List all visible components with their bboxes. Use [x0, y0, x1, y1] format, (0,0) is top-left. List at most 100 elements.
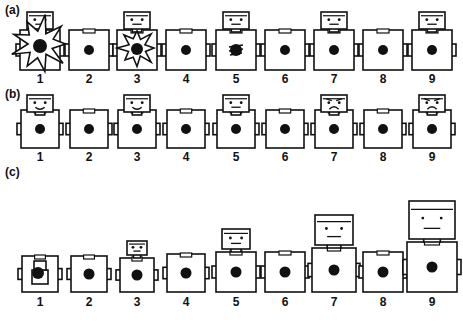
puzzle-notch [35, 255, 46, 259]
robot-hair [225, 98, 247, 99]
robot-eye [33, 18, 36, 21]
puzzle-body [265, 30, 305, 70]
robot-head [222, 229, 250, 249]
callout-number: 6 [282, 151, 289, 163]
robot-eye [240, 101, 243, 104]
core-dot [378, 267, 389, 278]
robot-hair [29, 98, 51, 99]
callout-number: 3 [134, 151, 141, 163]
puzzle-body [21, 110, 59, 148]
puzzle-notch [83, 29, 95, 33]
robot-eye [130, 101, 133, 104]
robot-eye [436, 18, 439, 21]
puzzle-body [312, 248, 356, 292]
robot-eye [44, 101, 47, 104]
robot-mouth [427, 24, 436, 25]
core-dot [231, 124, 241, 134]
core-dot [427, 45, 437, 55]
robot-mouth [329, 107, 338, 110]
core-dot [131, 43, 143, 55]
puzzle-body [120, 258, 154, 292]
robot-eye [338, 18, 341, 21]
puzzle-body [315, 110, 353, 148]
callout-number: 2 [86, 296, 93, 308]
robot-head [419, 95, 445, 112]
robot-mouth [35, 107, 44, 109]
callout-number: 5 [233, 73, 240, 85]
puzzle-body [413, 110, 451, 148]
callout-number: 3 [134, 73, 141, 85]
core-dot [230, 44, 242, 56]
puzzle-body [22, 256, 58, 292]
callout-number: 3 [134, 296, 141, 308]
puzzle-notch [377, 251, 389, 255]
robot-eye [327, 101, 330, 104]
robot-eye [130, 18, 133, 21]
callout-number: 1 [37, 73, 44, 85]
panel-label: (a) [5, 4, 20, 16]
robot-mouth [327, 236, 341, 237]
puzzle-body [364, 110, 402, 148]
puzzle-notch [180, 253, 191, 257]
puzzle-body [266, 110, 304, 148]
robot-hair [129, 243, 145, 244]
core-dot [280, 124, 290, 134]
core-dot [427, 262, 438, 273]
robot-head [124, 12, 150, 29]
core-dot [378, 45, 388, 55]
robot-mouth [231, 107, 240, 108]
robot-head [124, 95, 150, 112]
robot-hair [126, 98, 148, 99]
robot-brow [326, 99, 332, 101]
callout-number: 8 [380, 296, 387, 308]
callout-number: 1 [37, 151, 44, 163]
puzzle-notch [83, 109, 94, 113]
robot-brow [434, 99, 440, 101]
puzzle-body [265, 252, 305, 292]
robot-eye [440, 217, 443, 220]
core-dot [32, 267, 44, 279]
callout-number: 8 [380, 73, 387, 85]
robot-eye [132, 246, 135, 249]
robot-hair [317, 221, 351, 222]
robot-head [419, 12, 445, 29]
puzzle-body [216, 30, 256, 70]
robot-head [223, 12, 249, 29]
core-dot [378, 124, 388, 134]
core-dot [329, 124, 339, 134]
robot-mouth [132, 24, 141, 25]
core-dot [329, 45, 339, 55]
core-dot [132, 270, 143, 281]
puzzle-body [412, 30, 452, 70]
robot-hair [225, 15, 247, 16]
puzzle-body [216, 252, 256, 292]
robot-hair [411, 209, 453, 210]
robot-mouth [427, 107, 436, 110]
puzzle-notch [180, 109, 191, 113]
core-dot [33, 39, 47, 53]
core-dot [181, 45, 191, 55]
puzzle-body [71, 256, 107, 292]
robot-brow [424, 99, 430, 101]
explosion-burst [12, 15, 66, 72]
puzzle-notch [377, 109, 388, 113]
robot-mouth [132, 107, 141, 109]
robot-mouth [231, 24, 240, 25]
robot-mouth [329, 24, 338, 25]
robot-head [409, 201, 455, 239]
core-dot [35, 124, 45, 134]
callout-number: 9 [429, 151, 436, 163]
robot-head [27, 95, 53, 112]
robot-mouth [133, 250, 140, 251]
robot-eye [141, 101, 144, 104]
robot-mouth [231, 243, 241, 244]
callout-number: 2 [86, 151, 93, 163]
puzzle-body [363, 30, 403, 70]
robot-head [321, 95, 347, 112]
puzzle-notch [180, 29, 192, 33]
robot-hair [323, 15, 345, 16]
robot-eye [229, 237, 232, 240]
callout-number: 4 [183, 151, 190, 163]
callout-number: 6 [282, 73, 289, 85]
